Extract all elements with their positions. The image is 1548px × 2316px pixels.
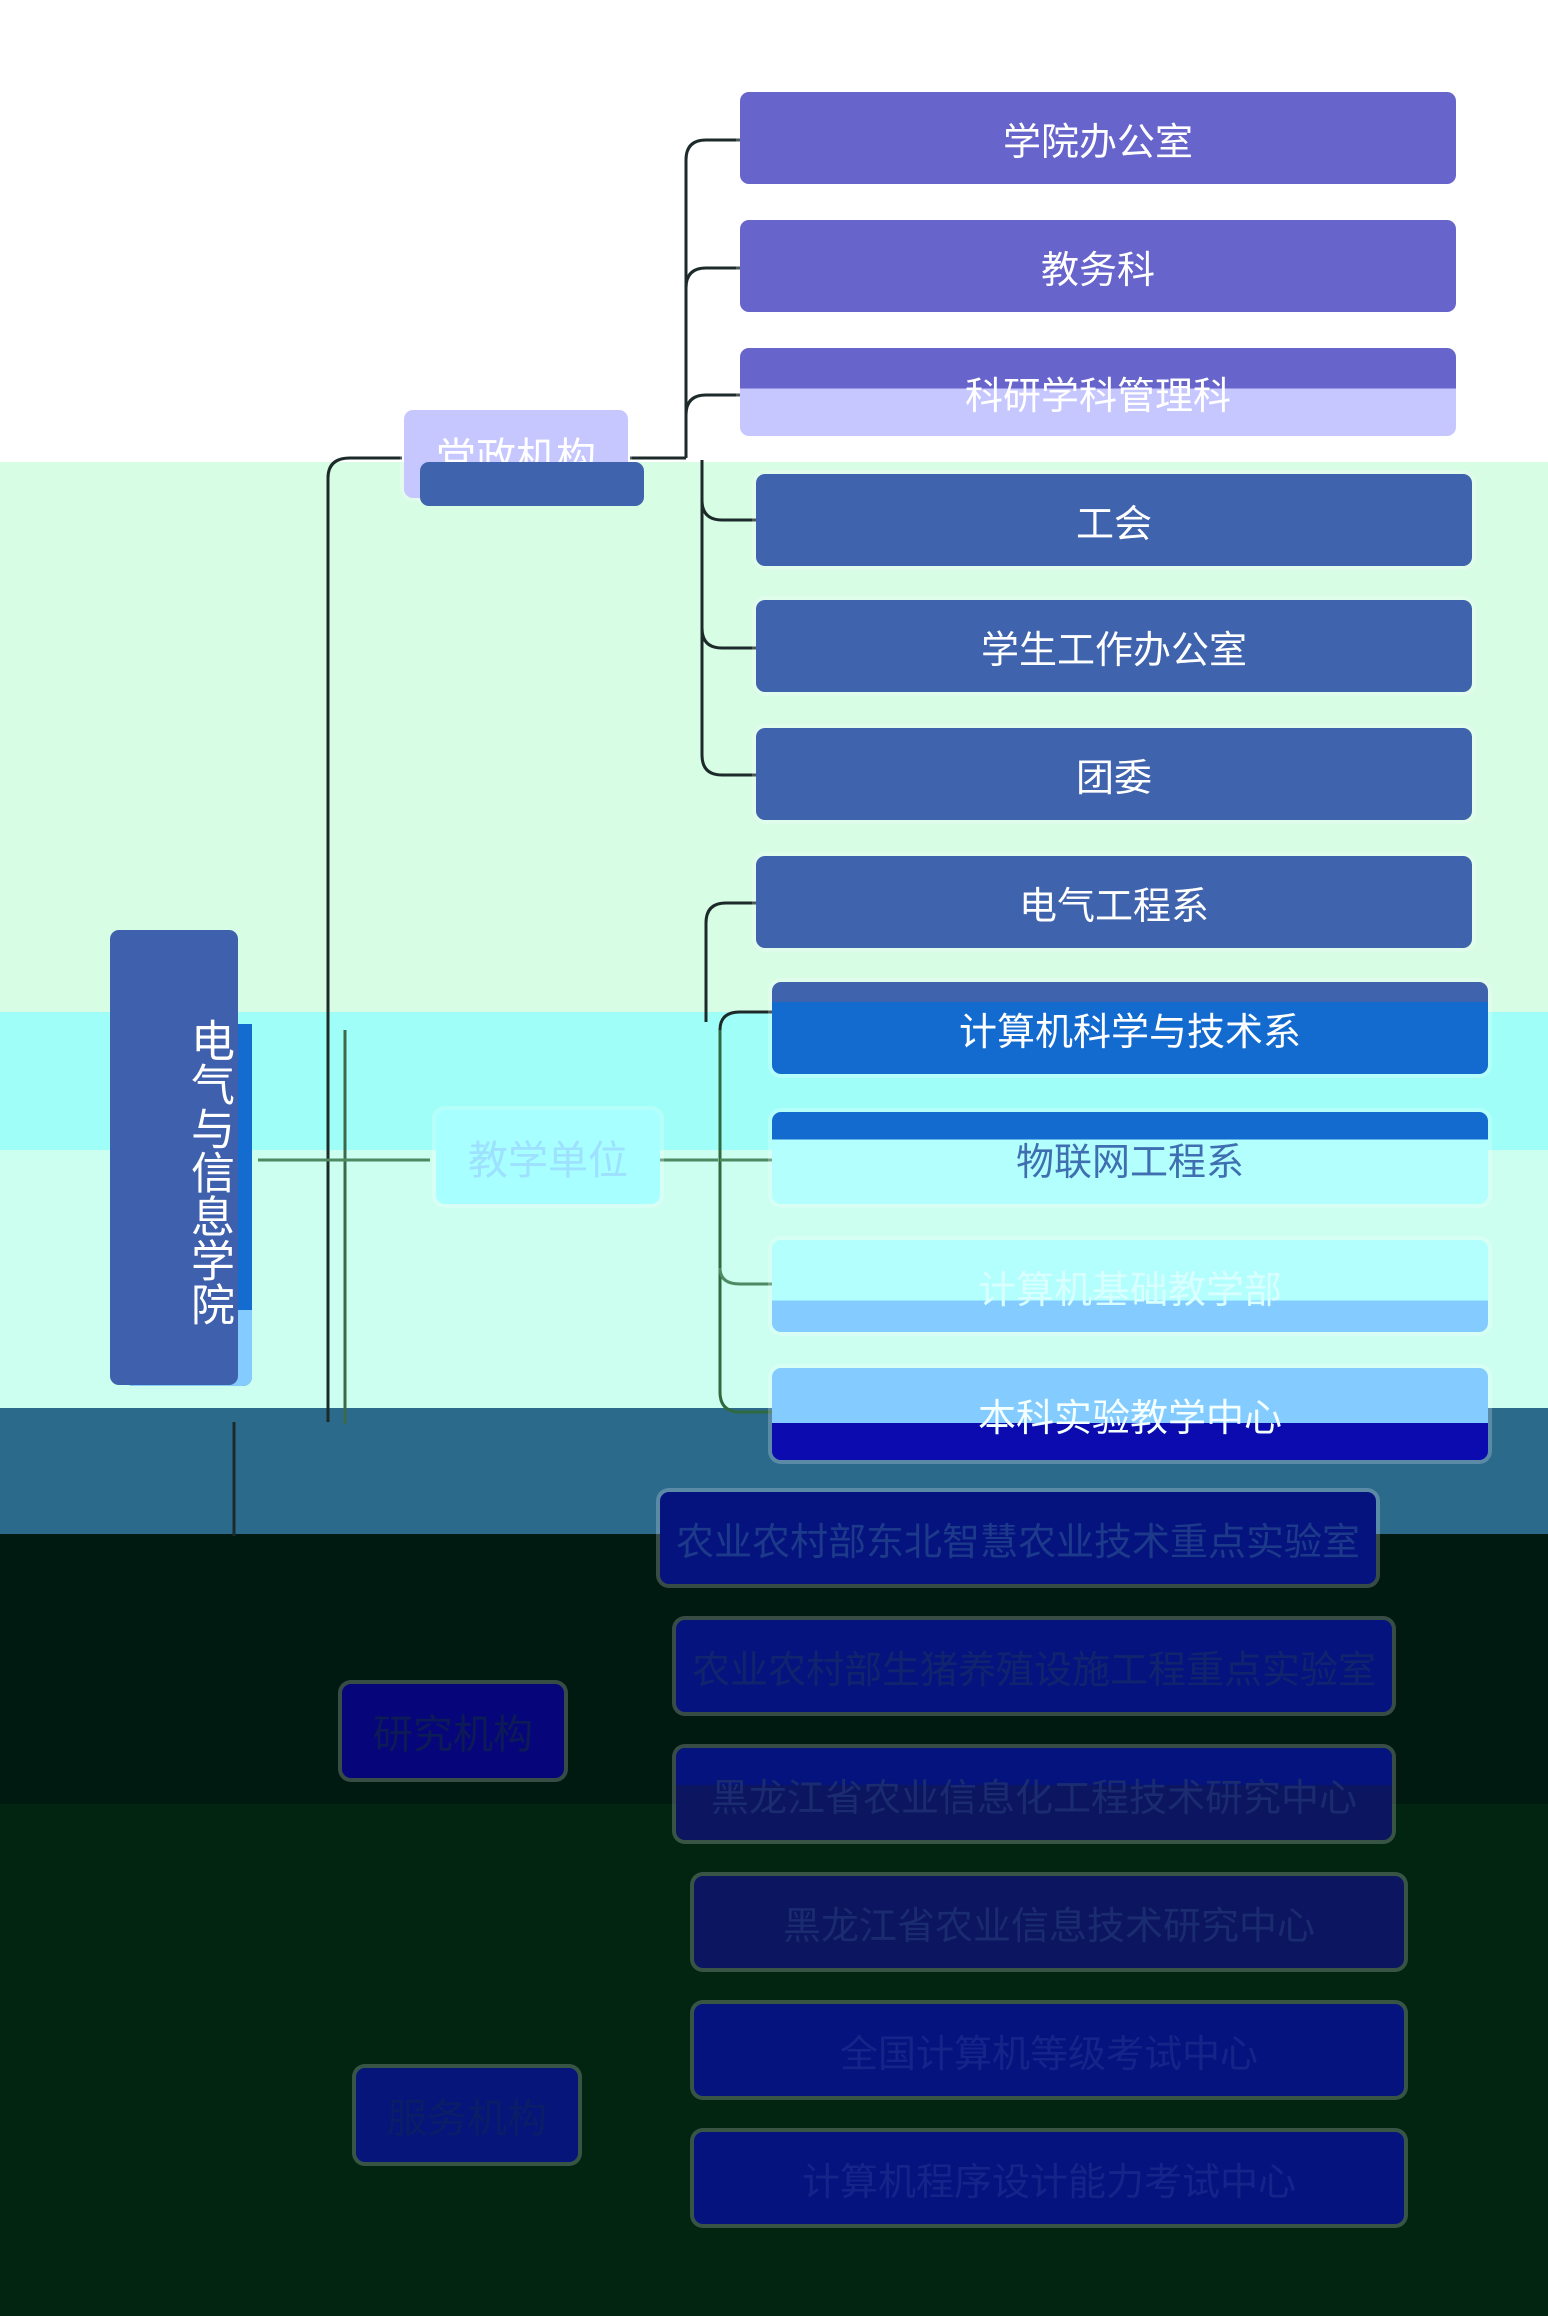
node-label: 农业农村部东北智慧农业技术重点实验室 [675,1519,1360,1564]
connector-line [700,627,756,650]
connector-line [326,456,402,479]
category-label: 服务机构 [387,2096,547,2142]
root-node[interactable]: 电气与信息学院 [110,930,238,1385]
category-node-service[interactable]: 服务机构 [356,2068,578,2162]
node-label: 科研学科管理科 [964,373,1231,418]
connector-line [718,1030,772,1414]
service-child-node[interactable]: 计算机程序设计能力考试中心 [694,2132,1404,2224]
admin-child-node[interactable]: 团委 [756,728,1472,820]
connector-line [700,499,756,522]
research-child-node[interactable]: 黑龙江省农业信息技术研究中心 [694,1876,1404,1968]
node-label: 计算机程序设计能力考试中心 [801,2159,1296,2204]
node-label: 学生工作办公室 [980,627,1247,672]
root-node-label: 电气与信息学院 [183,1017,234,1326]
node-label: 物联网工程系 [1015,1139,1244,1184]
teaching-child-node[interactable]: 计算机科学与技术系 [772,982,1488,1074]
teaching-child-node[interactable]: 计算机基础教学部 [772,1240,1488,1332]
connector-line [700,460,756,777]
connector-line [684,266,740,289]
admin-child-node[interactable]: 学生工作办公室 [756,600,1472,692]
node-label: 教务科 [1040,247,1155,292]
admin-child-node[interactable]: 工会 [756,474,1472,566]
research-child-node[interactable]: 农业农村部生猪养殖设施工程重点实验室 [676,1620,1392,1712]
connector-line [718,1010,772,1031]
category-node-research[interactable]: 研究机构 [342,1684,564,1778]
service-child-node[interactable]: 全国计算机等级考试中心 [694,2004,1404,2096]
connector-line [684,393,740,416]
connector-line [718,1267,772,1286]
research-child-node[interactable]: 黑龙江省农业信息化工程技术研究中心 [676,1748,1392,1840]
node-label: 本科实验教学中心 [977,1395,1282,1440]
category-label: 研究机构 [373,1712,533,1758]
teaching-child-node[interactable]: 电气工程系 [756,856,1472,948]
research-child-node[interactable]: 农业农村部东北智慧农业技术重点实验室 [660,1492,1376,1584]
node-label: 黑龙江省农业信息技术研究中心 [782,1903,1315,1948]
admin-child-node[interactable]: 科研学科管理科 [740,348,1456,436]
teaching-child-node[interactable]: 本科实验教学中心 [772,1368,1488,1460]
node-label: 电气工程系 [1018,883,1209,928]
node-label: 黑龙江省农业信息化工程技术研究中心 [710,1775,1357,1820]
connector-line [704,901,756,1022]
node-label: 计算机基础教学部 [977,1267,1282,1312]
category-label: 教学单位 [468,1138,628,1184]
admin-child-node[interactable]: 学院办公室 [740,92,1456,184]
node-label: 计算机科学与技术系 [958,1009,1301,1054]
category-node-teaching[interactable]: 教学单位 [436,1110,660,1204]
node-label: 农业农村部生猪养殖设施工程重点实验室 [691,1647,1376,1692]
node-label: 学院办公室 [1002,119,1193,164]
teaching-child-node[interactable]: 物联网工程系 [772,1112,1488,1204]
admin-child-node[interactable]: 教务科 [740,220,1456,312]
category-node-shadow [420,462,644,506]
connector-line [684,138,740,458]
node-label: 工会 [1075,501,1152,546]
node-label: 团委 [1075,755,1152,800]
node-label: 全国计算机等级考试中心 [839,2031,1258,2076]
